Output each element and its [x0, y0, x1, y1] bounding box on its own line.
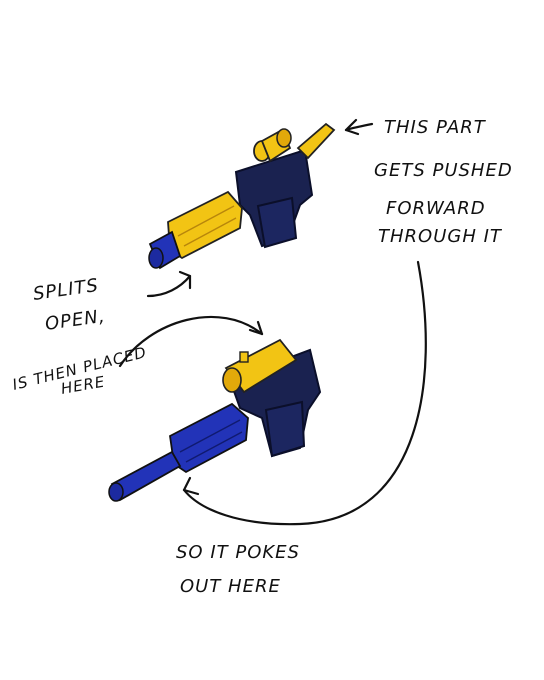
arrow-to-barrel-tip	[344, 118, 374, 136]
annotation-top-right-line-3: FORWARD	[386, 198, 486, 219]
arrow-placed-here	[118, 315, 264, 368]
top-gun-yellow-handguard	[167, 190, 243, 260]
arrow-splits-open	[146, 270, 192, 298]
bottom-gun-yellow-part	[222, 338, 298, 394]
annotation-left-1-line-2: OPEN,	[44, 306, 107, 335]
top-gun	[148, 122, 336, 270]
annotation-bottom: SO IT POKES OUT HERE	[176, 542, 300, 597]
annotation-left-1-line-1: SPLITS	[32, 275, 100, 305]
annotation-top-right: THIS PART GETS PUSHED FORWARD THROUGH IT	[374, 117, 513, 247]
annotation-top-right-line-4: THROUGH IT	[378, 226, 503, 247]
annotation-top-right-line-2: GETS PUSHED	[374, 160, 513, 181]
annotation-left-2: IS THEN PLACED HERE	[11, 343, 149, 398]
bottom-gun-magazine	[264, 400, 306, 458]
annotation-top-right-line-1: THIS PART	[384, 117, 487, 138]
bottom-gun	[108, 338, 322, 502]
top-gun-yellow-scope	[253, 128, 292, 163]
bottom-gun-blue-handguard	[169, 402, 249, 474]
annotation-bottom-line-2: OUT HERE	[180, 576, 281, 597]
annotation-bottom-line-1: SO IT POKES	[176, 542, 300, 563]
annotation-left-1: SPLITS OPEN,	[32, 275, 107, 335]
top-gun-magazine	[256, 196, 298, 249]
top-gun-yellow-barrel	[296, 122, 336, 160]
arrow-long-curve	[182, 260, 427, 526]
